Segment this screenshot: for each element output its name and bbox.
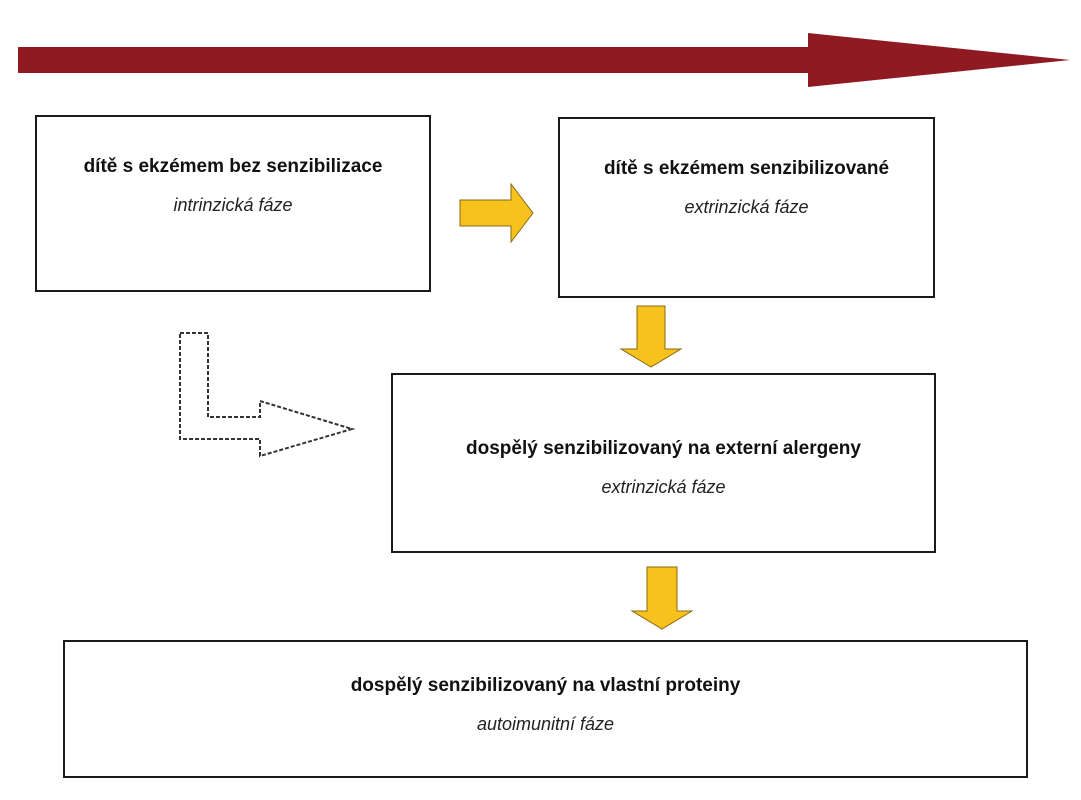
node-child-nonsensitized: dítě s ekzémem bez senzibilizace intrinz… bbox=[35, 115, 431, 292]
node-title: dítě s ekzémem bez senzibilizace bbox=[83, 156, 383, 178]
node-adult-external: dospělý senzibilizovaný na externí alerg… bbox=[391, 373, 936, 553]
node-title: dítě s ekzémem senzibilizované bbox=[603, 158, 890, 180]
node-phase: autoimunitní fáze bbox=[476, 713, 615, 734]
node-adult-own: dospělý senzibilizovaný na vlastní prote… bbox=[63, 640, 1028, 778]
node-title: dospělý senzibilizovaný na externí alerg… bbox=[466, 437, 861, 459]
arrow-right-child-to-sensitized bbox=[459, 182, 534, 244]
node-title: dospělý senzibilizovaný na vlastní prote… bbox=[350, 674, 741, 696]
node-phase: extrinzická fáze bbox=[684, 197, 809, 218]
arrow-down-adult-to-autoimmune bbox=[630, 566, 694, 630]
timeline-arrow bbox=[18, 33, 1070, 87]
arrow-down-sensitized-to-adult bbox=[619, 305, 683, 368]
node-child-sensitized: dítě s ekzémem senzibilizované extrinzic… bbox=[558, 117, 935, 298]
arrow-dashed-child-to-adult bbox=[179, 332, 356, 458]
node-phase: extrinzická fáze bbox=[601, 476, 726, 497]
node-phase: intrinzická fáze bbox=[173, 195, 293, 216]
